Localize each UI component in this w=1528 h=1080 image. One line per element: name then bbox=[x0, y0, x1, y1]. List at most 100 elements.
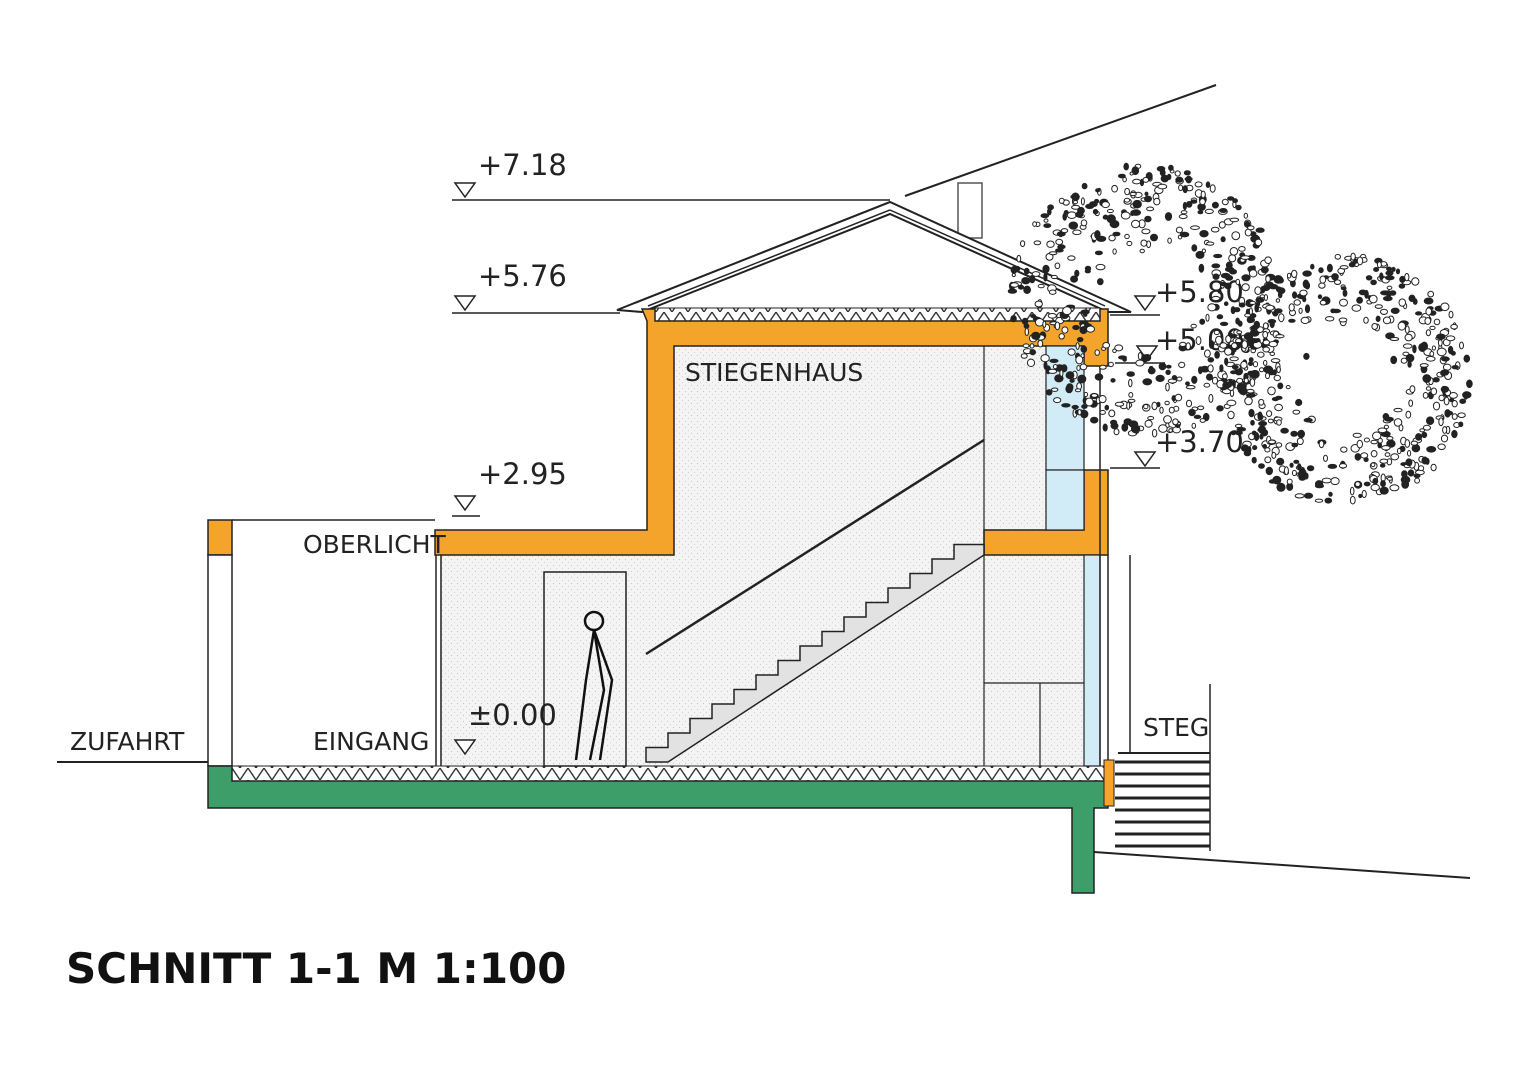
tree-stipple-dot bbox=[1303, 492, 1314, 499]
tree-stipple-dot bbox=[1285, 385, 1291, 390]
tree-stipple-dot bbox=[1238, 302, 1246, 308]
tree-stipple-dot bbox=[1262, 330, 1269, 339]
tree-stipple-dot bbox=[1072, 324, 1080, 331]
tree-stipple-dot bbox=[1022, 343, 1030, 349]
tree-stipple-dot bbox=[1276, 457, 1285, 466]
tree-stipple-dot bbox=[1257, 411, 1263, 421]
tree-stipple-dot bbox=[1236, 330, 1243, 335]
tree-stipple-dot bbox=[1334, 279, 1342, 286]
tree-stipple-dot bbox=[1204, 349, 1211, 358]
tree-stipple-dot bbox=[1385, 270, 1394, 276]
tree-stipple-dot bbox=[1076, 365, 1081, 371]
tree-stipple-dot bbox=[1051, 387, 1059, 392]
tree-stipple-dot bbox=[1016, 254, 1022, 263]
tree-stipple-dot bbox=[1414, 477, 1420, 484]
tree-stipple-dot bbox=[1106, 208, 1114, 214]
tree-stipple-dot bbox=[1037, 283, 1045, 289]
tree-stipple-dot bbox=[1174, 170, 1181, 177]
tree-stipple-dot bbox=[1108, 409, 1116, 418]
tree-stipple-dot bbox=[1061, 326, 1069, 334]
tree-stipple-dot bbox=[1007, 288, 1018, 294]
tree-stipple-dot bbox=[1047, 313, 1057, 319]
tree-stipple-dot bbox=[1304, 472, 1309, 480]
tree-stipple-dot bbox=[1286, 272, 1292, 279]
tree-stipple-dot bbox=[1426, 446, 1437, 453]
tree-stipple-dot bbox=[1191, 244, 1198, 252]
tree-stipple-dot bbox=[1198, 366, 1203, 375]
tree-stipple-dot bbox=[1182, 185, 1188, 194]
tree-stipple-dot bbox=[1288, 318, 1296, 323]
tree-stipple-dot bbox=[1262, 322, 1269, 330]
tree-stipple-dot bbox=[1205, 313, 1210, 322]
tree-stipple-dot bbox=[1010, 266, 1018, 274]
tree-stipple-dot bbox=[1258, 463, 1265, 469]
tree-stipple-dot bbox=[1255, 297, 1265, 303]
tree-stipple-dot bbox=[1128, 392, 1134, 398]
tree-stipple-dot bbox=[1408, 399, 1414, 407]
tree-stipple-dot bbox=[1310, 263, 1315, 270]
tree-stipple-dot bbox=[1199, 230, 1209, 238]
tree-stipple-dot bbox=[1293, 299, 1301, 306]
tree-stipple-dot bbox=[1258, 398, 1265, 406]
tree-stipple-dot bbox=[1185, 175, 1192, 184]
tree-stipple-dot bbox=[1174, 393, 1183, 402]
tree-stipple-dot bbox=[1158, 362, 1167, 371]
tree-stipple-dot bbox=[1277, 382, 1284, 390]
tree-stipple-dot bbox=[1223, 301, 1229, 307]
tree-stipple-dot bbox=[1266, 410, 1273, 418]
tree-stipple-dot bbox=[1395, 268, 1401, 275]
tree-stipple-dot bbox=[1382, 413, 1390, 421]
tree-stipple-dot bbox=[1422, 392, 1429, 399]
tree-stipple-dot bbox=[1023, 267, 1030, 275]
level-upper-floor-label: +2.95 bbox=[478, 457, 567, 491]
tree-stipple-dot bbox=[1010, 315, 1017, 323]
tree-stipple-dot bbox=[1208, 393, 1214, 403]
tree-stipple-dot bbox=[1142, 378, 1153, 386]
tree-stipple-dot bbox=[1020, 353, 1028, 359]
tree-stipple-dot bbox=[1020, 240, 1026, 248]
tree-stipple-dot bbox=[1112, 248, 1117, 255]
tree-stipple-dot bbox=[1092, 208, 1099, 215]
tree-stipple-dot bbox=[1178, 361, 1186, 369]
tree-stipple-dot bbox=[1232, 365, 1239, 370]
tree-stipple-dot bbox=[1165, 382, 1170, 392]
tree-stipple-dot bbox=[1059, 369, 1064, 377]
tree-stipple-dot bbox=[1229, 217, 1240, 223]
tree-stipple-dot bbox=[1252, 445, 1258, 451]
tree-stipple-dot bbox=[1094, 250, 1103, 256]
tree-stipple-dot bbox=[1410, 440, 1419, 446]
tree-stipple-dot bbox=[1393, 418, 1403, 427]
tree-stipple-dot bbox=[1176, 376, 1183, 382]
tree-stipple-dot bbox=[1211, 201, 1219, 209]
tree-stipple-dot bbox=[1237, 320, 1243, 327]
tree-stipple-dot bbox=[1185, 342, 1191, 351]
tree-stipple-dot bbox=[1097, 278, 1104, 286]
tree-stipple-dot bbox=[1386, 290, 1392, 298]
label-steg: STEG bbox=[1143, 713, 1209, 742]
tree-stipple-dot bbox=[1029, 349, 1036, 356]
tree-stipple-dot bbox=[1164, 400, 1170, 406]
tree-stipple-dot bbox=[1131, 219, 1141, 229]
tree-stipple-dot bbox=[1277, 287, 1286, 295]
tree-stipple-dot bbox=[1096, 235, 1107, 242]
tree-stipple-dot bbox=[1250, 338, 1260, 344]
tree-stipple-dot bbox=[1342, 289, 1348, 297]
tree-stipple-dot bbox=[1292, 291, 1298, 299]
tree-stipple-dot bbox=[1314, 498, 1324, 503]
tree-stipple-dot bbox=[1438, 417, 1444, 427]
tree-stipple-dot bbox=[1155, 374, 1165, 382]
tree-stipple-dot bbox=[1201, 248, 1207, 254]
tree-stipple-dot bbox=[1238, 246, 1246, 252]
tree-stipple-dot bbox=[1248, 408, 1255, 418]
tree-stipple-dot bbox=[1451, 400, 1458, 408]
tree-stipple-dot bbox=[1377, 427, 1388, 434]
tree-stipple-dot bbox=[1339, 298, 1348, 307]
tree-stipple-dot bbox=[1302, 279, 1310, 289]
tree-stipple-dot bbox=[1157, 183, 1168, 190]
tree-stipple-dot bbox=[1228, 254, 1237, 263]
tree-stipple-dot bbox=[1168, 428, 1173, 433]
tree-stipple-dot bbox=[1084, 265, 1092, 272]
tree-stipple-dot bbox=[1231, 231, 1241, 241]
tree-stipple-dot bbox=[1391, 266, 1396, 272]
tree-stipple-dot bbox=[1160, 174, 1170, 183]
